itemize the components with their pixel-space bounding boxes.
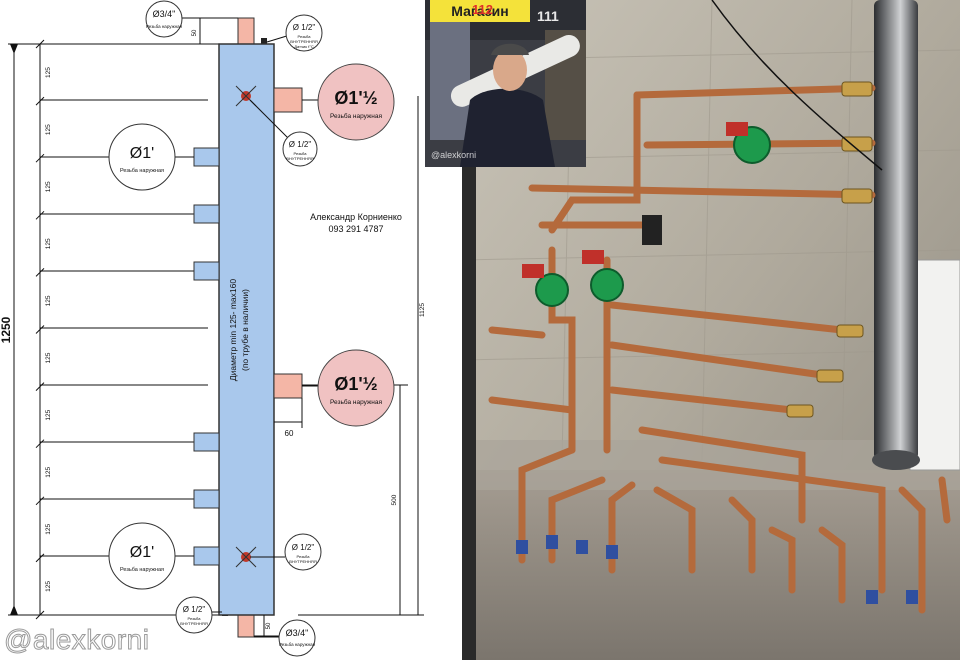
shop-number-sign: 112 <box>472 2 493 17</box>
author-phone: 093 291 4787 <box>328 224 383 234</box>
svg-text:Ø3/4": Ø3/4" <box>153 9 176 19</box>
spacing-label: 125 <box>45 466 52 477</box>
bottom-stub-pipe <box>237 614 255 638</box>
spacing-label: 125 <box>45 524 52 535</box>
svg-text:Резьба: Резьба <box>188 616 202 621</box>
top-sensor-fitting <box>261 38 267 48</box>
svg-text:ВНУТРЕННЯЯ: ВНУТРЕННЯЯ <box>180 621 208 626</box>
svg-text:1125: 1125 <box>419 303 426 317</box>
bottom-offset-dimension: 50 <box>254 615 282 638</box>
spacing-tick <box>35 553 45 563</box>
spacing-label: 125 <box>45 295 52 306</box>
callout-bottom-pipe: Ø3/4" Резьба наружная <box>254 619 316 657</box>
svg-text:Резьба наружная: Резьба наружная <box>146 24 183 29</box>
spacing-tick <box>35 153 45 163</box>
svg-text:Ø 1/2": Ø 1/2" <box>183 605 206 614</box>
svg-text:Резьба: Резьба <box>294 151 308 156</box>
body-text-line2: (по трубе в наличии) <box>240 289 250 371</box>
svg-text:50: 50 <box>192 29 198 36</box>
pump-icon <box>522 264 569 307</box>
spacing-label: 125 <box>45 581 52 592</box>
photo-watermark: @alexkorni <box>431 150 477 160</box>
svg-text:Ø 1/2": Ø 1/2" <box>289 140 312 149</box>
svg-text:Ø1'½: Ø1'½ <box>334 88 377 108</box>
svg-text:ВНУТРЕННЯЯ: ВНУТРЕННЯЯ <box>289 559 317 564</box>
spacing-label: 125 <box>45 124 52 135</box>
svg-text:Резьба наружная: Резьба наружная <box>279 642 316 647</box>
nozzle-length-dimension: 60 <box>274 398 303 438</box>
svg-text:Ø 1/2": Ø 1/2" <box>292 543 315 552</box>
spacing-label: 125 <box>45 238 52 249</box>
spacing-tick <box>35 210 45 220</box>
spacing-tick <box>35 496 45 506</box>
svg-text:Ø3/4": Ø3/4" <box>286 628 309 638</box>
svg-text:Ø 1/2": Ø 1/2" <box>293 23 316 32</box>
callout-top-sensor: Ø 1/2" Резьба ВНУТРЕННЯЯ Датчик t°C <box>266 14 323 52</box>
callout-lower-sensor: Ø 1/2" Резьба ВНУТРЕННЯЯ <box>250 533 322 571</box>
svg-text:Резьба: Резьба <box>297 554 311 559</box>
spacing-tick <box>35 268 45 277</box>
spacing-tick <box>35 439 45 449</box>
callout-top-pipe: Ø3/4" Резьба наружная <box>145 0 238 38</box>
body-text-line1: Диаметр min 125- max160 <box>228 279 238 381</box>
store-number-sign: 111 <box>537 8 559 24</box>
svg-text:Ø1'½: Ø1'½ <box>334 374 377 394</box>
callout-left-upper: Ø1' Резьба наружная <box>108 123 194 191</box>
spacing-tick <box>35 325 45 334</box>
pump-icon <box>582 250 624 302</box>
top-stub-pipe <box>237 17 255 45</box>
total-height-label: 1250 <box>0 316 13 343</box>
callout-left-lower: Ø1' Резьба наружная <box>108 522 194 590</box>
svg-text:60: 60 <box>285 429 294 438</box>
watermark: @alexkorni <box>3 624 150 656</box>
svg-text:Резьба: Резьба <box>298 34 312 39</box>
callout-bottom-drain: Ø 1/2" Резьба ВНУТРЕННЯЯ <box>175 596 222 634</box>
svg-text:Ø1': Ø1' <box>130 145 154 162</box>
spacing-label: 125 <box>45 352 52 363</box>
spacing-tick <box>35 382 45 391</box>
pump-icon <box>726 122 771 164</box>
shop-sign: Магазин <box>430 0 530 22</box>
spacing-label: 125 <box>45 181 52 192</box>
svg-text:50: 50 <box>266 622 272 629</box>
svg-text:Датчик t°C: Датчик t°C <box>294 44 314 49</box>
svg-text:500: 500 <box>391 494 398 505</box>
callout-right-upper: Ø1'½ Резьба наружная <box>302 63 395 141</box>
spacing-tick <box>35 96 45 106</box>
svg-text:Ø1': Ø1' <box>130 544 154 561</box>
hydraulic-separator-drawing: 1250 125 125 125 125 125 125 125 125 125 125 <box>0 0 460 660</box>
separator-body <box>218 43 275 616</box>
spacing-label: 125 <box>45 409 52 420</box>
callout-right-lower: Ø1'½ Резьба наружная <box>302 349 395 427</box>
spacing-label: 125 <box>45 67 52 78</box>
author-name: Александр Корниенко <box>310 212 402 222</box>
left-nozzles <box>193 147 220 566</box>
svg-text:ВНУТРЕННЯЯ: ВНУТРЕННЯЯ <box>286 156 314 161</box>
callout-upper-sensor: Ø 1/2" Резьба ВНУТРЕННЯЯ <box>249 99 318 167</box>
svg-text:Резьба наружная: Резьба наружная <box>120 567 164 573</box>
reference-lines <box>40 43 220 616</box>
svg-text:Резьба наружная: Резьба наружная <box>120 168 164 174</box>
total-height-dimension: 1250 <box>0 43 60 616</box>
right-height-dimension: 1125 <box>298 96 426 616</box>
sensor-port-lower <box>235 546 257 568</box>
author-photo <box>425 0 586 167</box>
right-nozzles <box>273 87 303 399</box>
svg-text:Резьба наружная: Резьба наружная <box>330 112 383 120</box>
svg-text:Резьба наружная: Резьба наружная <box>330 398 383 406</box>
svg-text:ВНУТРЕННЯЯ: ВНУТРЕННЯЯ <box>290 39 318 44</box>
